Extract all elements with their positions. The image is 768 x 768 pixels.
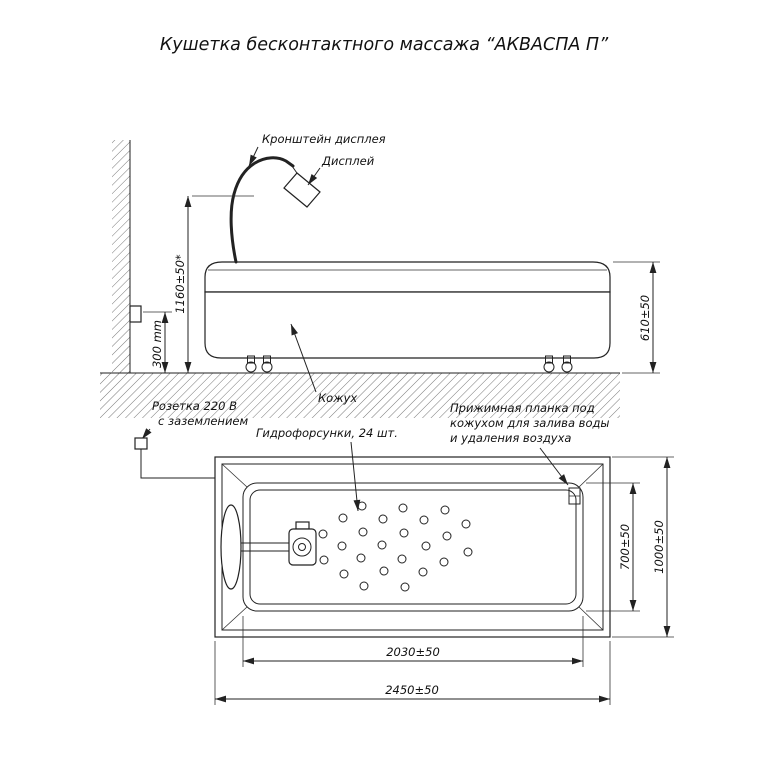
dim-socket-height: 300 mm [150,320,164,368]
casters [245,355,573,373]
dim-tub-width: 700±50 [618,524,632,570]
display-bracket-callout: Кронштейн дисплея [248,132,386,167]
clamp-label-line3: и удаления воздуха [450,431,571,445]
tub-rim [242,482,584,612]
inlet-oval [220,504,242,590]
dim-tub-length: 2030±50 [386,645,440,659]
tub-inner-edge [249,489,577,605]
dim-height-to-display: 1160±50* [173,254,187,314]
dim-total-length: 2450±50 [385,683,439,697]
jet [318,529,328,539]
jet [421,541,431,551]
side-view: Кронштейн дисплея Дисплей Кожух 1160±50*… [100,132,660,479]
jet [399,528,409,538]
jet [461,519,471,529]
nozzles-label: Гидрофорсунки, 24 шт. [256,426,398,440]
pump-fixture [241,521,317,566]
display-callout: Дисплей [307,154,375,186]
jet [377,540,387,550]
cover-callout: Кожух [290,323,357,405]
display-arm [229,156,321,264]
jet [378,514,388,524]
fixture-body [288,528,317,566]
dimension-socket-height: 300 mm [143,311,172,373]
fixture-tab [295,521,310,530]
plan-view: Гидрофорсунки, 24 шт. Прижимная планка п… [214,401,674,705]
drawing-title: Кушетка бесконтактного массажа “АКВАСПА … [160,35,609,55]
couch-plan-outline [214,456,611,638]
display-label: Дисплей [321,154,375,168]
wall-hatch [112,140,131,373]
display-bracket-label: Кронштейн дисплея [262,132,386,146]
floor-hatch [100,372,620,418]
jet [418,567,428,577]
cover-label: Кожух [318,391,357,405]
socket-label-line2: с заземлением [158,414,248,428]
jet [440,505,450,515]
jet [358,527,368,537]
hydro-jets [318,501,473,592]
dim-couch-height: 610±50 [638,295,652,341]
wall-socket-plan [134,437,148,450]
power-cable [140,449,215,479]
dim-total-width: 1000±50 [652,520,666,574]
jet [442,531,452,541]
dimension-height-to-display: 1160±50* [173,195,254,373]
couch-side [204,261,611,373]
nozzles-callout: Гидрофорсунки, 24 шт. [256,426,398,512]
socket-label-line1: Розетка 220 В [152,399,237,413]
jet [337,541,347,551]
socket-callout: Розетка 220 В с заземлением [134,399,248,479]
jet [463,547,473,557]
dimension-tub-length: 2030±50 [242,616,584,667]
dimension-total-width: 1000±50 [612,456,674,638]
jet [359,581,369,591]
jet [357,501,367,511]
clamp-callout: Прижимная планка под кожухом для залива … [450,401,610,486]
jet [439,557,449,567]
jet [356,553,366,563]
dimension-tub-width: 700±50 [586,482,640,612]
jet [319,555,329,565]
jet [379,566,389,576]
dimension-total-length: 2450±50 [214,641,611,705]
clamp-label-line2: кожухом для залива воды [450,416,610,430]
jet [338,513,348,523]
wall-socket-side [129,305,142,323]
jet [400,582,410,592]
jet [339,569,349,579]
corner-chamfers [221,463,604,631]
jet [397,554,407,564]
dimension-couch-height: 610±50 [613,261,660,374]
couch-skirt [204,291,611,359]
jet [419,515,429,525]
clamp-label-line1: Прижимная планка под [450,401,595,415]
display-screen [283,172,321,208]
mattress [204,261,611,293]
jet [398,503,408,513]
clamp-strip-detail [568,487,581,505]
